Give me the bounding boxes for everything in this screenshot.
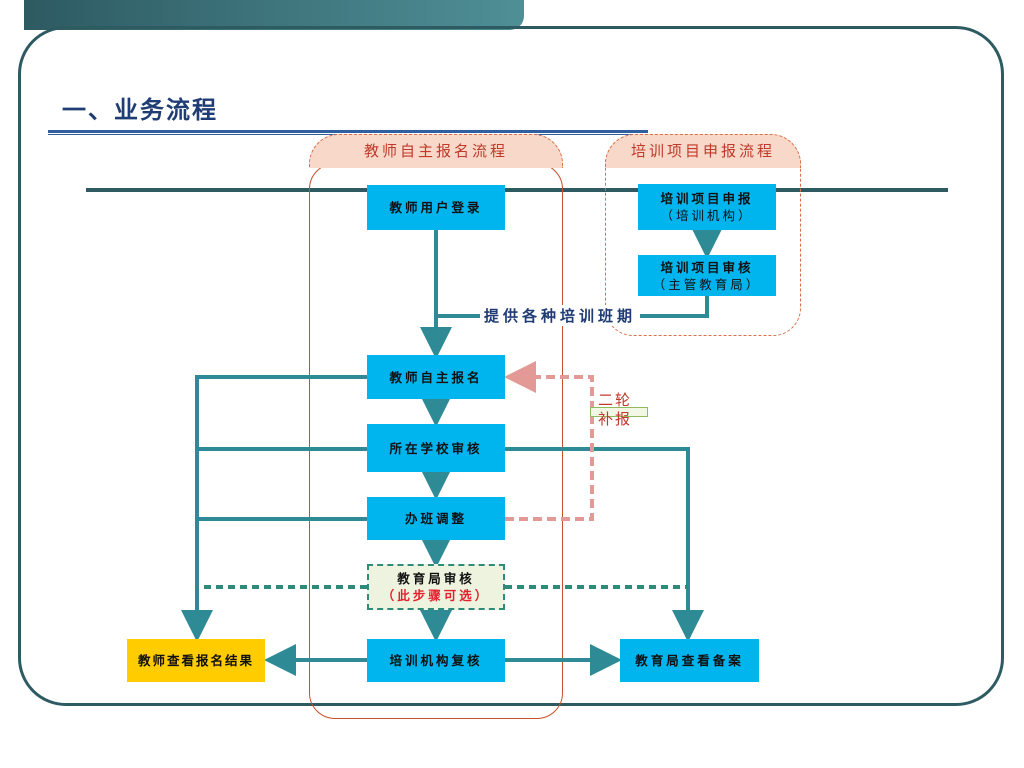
edge-register-left (181, 375, 367, 642)
node-project-review: 培训项目审核 （主管教育局） (638, 255, 776, 296)
node-project-apply: 培训项目申报 （培训机构） (638, 184, 776, 230)
edge-label-provide-classes: 提供各种培训班期 (482, 305, 639, 326)
edge-label-second-round: 二轮补报 (598, 391, 633, 428)
node-bureau-review-sub: （此步骤可选） (381, 588, 491, 603)
node-project-review-label: 培训项目审核 (660, 259, 754, 275)
node-self-register: 教师自主报名 (367, 355, 505, 399)
project-flow-container (605, 160, 801, 336)
node-org-recheck: 培训机构复核 (367, 639, 505, 682)
node-project-apply-sub: （培训机构） (660, 208, 754, 223)
node-bureau-review: 教育局审核 （此步骤可选） (367, 564, 505, 610)
slide-frame (18, 26, 1004, 706)
node-teacher-login: 教师用户登录 (367, 185, 505, 230)
node-bureau-record: 教育局查看备案 (620, 639, 759, 682)
node-project-review-sub: （主管教育局） (652, 276, 762, 292)
second-round-label-box (590, 407, 648, 417)
project-flow-header: 培训项目申报流程 (605, 134, 801, 168)
node-teacher-result: 教师查看报名结果 (127, 639, 265, 682)
edge-school-right (505, 447, 704, 642)
title-underline (48, 130, 648, 133)
section-title: 一、业务流程 (62, 95, 218, 124)
edge-second-round (504, 361, 594, 521)
timeline-line (86, 188, 948, 192)
node-class-adjust: 办班调整 (367, 497, 505, 540)
top-banner (24, 0, 524, 30)
node-school-review: 所在学校审核 (367, 424, 505, 472)
edge-review-provide (640, 296, 709, 318)
node-project-apply-label: 培训项目申报 (660, 191, 754, 206)
teacher-flow-header: 教师自主报名流程 (309, 134, 563, 168)
node-bureau-review-label: 教育局审核 (397, 571, 475, 586)
